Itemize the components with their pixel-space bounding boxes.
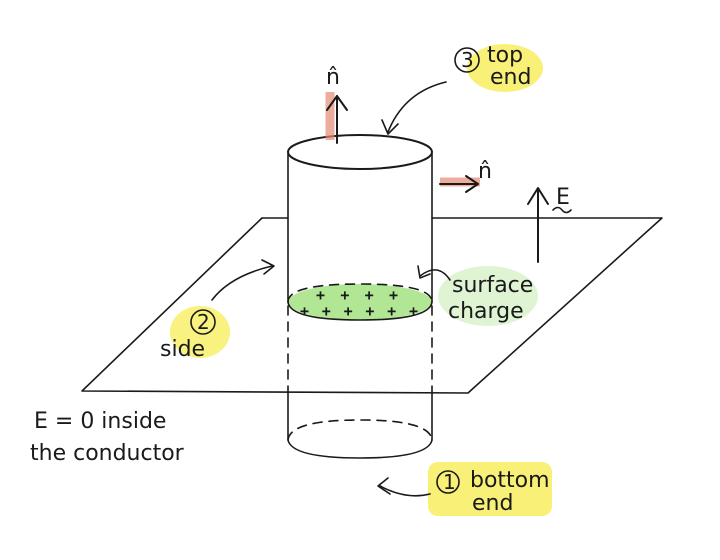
surface-label-line2: charge [448,299,524,324]
surface-charge-annotation: surface charge [417,265,533,324]
surface-label-line1: surface [452,273,533,298]
plus-row-1: + + + + [316,286,398,304]
bottom-end-number: 1 [443,470,456,494]
side-normal-vector: n̂ [439,159,492,193]
plus-row-2: + + + + + + [300,302,418,320]
bottom-end-line2: end [472,491,513,516]
side-text: side [160,337,205,362]
top-end-number-circle [454,47,480,73]
cylinder-top-end [287,134,433,170]
top-end-line2: end [490,65,531,90]
gaussian-cylinder [287,134,433,459]
side-annotation: 2 side [160,259,275,362]
electric-field-vector: E [527,185,572,263]
n-hat-top: n̂ [326,65,340,90]
cylinder-bottom-back [287,419,433,441]
field-label: E [556,185,570,210]
top-end-number: 3 [461,48,474,72]
cross-section-front [287,301,433,321]
side-number: 2 [197,310,210,334]
inside-conductor-note: E = 0 inside the conductor [30,409,185,466]
top-end-line1: top [487,43,523,68]
surface-charge-pluses: + + + + + + + + + + [300,286,418,320]
side-number-circle [190,309,216,335]
bottom-end-number-circle [436,470,460,494]
conductor-surface-plane [81,217,663,394]
top-end-annotation: 3 top end [381,43,531,135]
surface-label-highlight [438,266,538,326]
bottom-end-highlight [428,462,552,516]
cross-section-back [287,283,433,303]
surface-charge-highlight [288,284,432,320]
cylinder-bottom-front [287,439,433,459]
n-hat-side: n̂ [478,159,492,184]
bottom-end-annotation: 1 bottom end [377,468,550,516]
bottom-end-line1: bottom [470,468,550,493]
inside-line2: the conductor [30,441,185,466]
top-normal-vector: n̂ [325,65,348,144]
top-end-highlight [467,44,543,92]
inside-line1: E = 0 inside [34,409,166,434]
